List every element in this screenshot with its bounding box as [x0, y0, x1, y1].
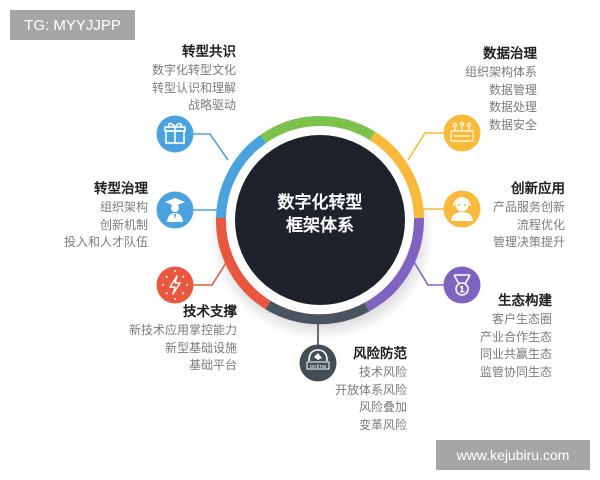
block-item: 创新机制 — [99, 217, 148, 232]
block-data-governance: 数据治理 组织架构体系 数据管理 数据处理 数据安全 — [465, 45, 537, 134]
svg-text:1: 1 — [459, 286, 465, 296]
block-item: 组织架构体系 — [464, 65, 537, 79]
block-title: 转型治理 — [94, 181, 148, 197]
center-title: 数字化转型 框架体系 — [240, 192, 400, 238]
block-item: 产业合作生态 — [479, 329, 552, 344]
connector-ecosystem-building — [413, 261, 445, 286]
svg-text:online: online — [310, 364, 327, 370]
block-item: 战略驱动 — [187, 98, 236, 112]
block-item: 客户生态圈 — [491, 312, 552, 326]
block-item: 管理决策提升 — [492, 235, 565, 249]
block-item: 风险叠加 — [358, 400, 407, 414]
connector-transformation-consensus — [193, 133, 229, 161]
block-item: 变革风险 — [358, 417, 407, 432]
support-agent-icon — [443, 190, 481, 228]
block-title: 技术支撑 — [183, 304, 237, 320]
ring-segment-blue — [216, 134, 267, 219]
online-shield-icon: online — [299, 344, 337, 382]
block-item: 新技术应用掌控能力 — [128, 323, 237, 337]
block-risk-prevention: 风险防范 技术风险 开放体系风险 风险叠加 变革风险 — [335, 345, 407, 434]
ring-segment-darkgray — [265, 300, 370, 325]
watermark-top: TG: MYYJJPP — [10, 10, 135, 40]
connector-technical-support — [193, 262, 227, 286]
ring-segment-red — [215, 217, 271, 310]
graduate-icon — [156, 191, 194, 229]
block-item: 同业共赢生态 — [479, 347, 552, 361]
block-ecosystem-building: 生态构建 客户生态圈 产业合作生态 同业共赢生态 监管协同生态 — [480, 292, 552, 381]
block-item: 流程优化 — [516, 217, 565, 232]
block-item: 数据管理 — [488, 82, 537, 97]
block-item: 新型基础设施 — [164, 340, 237, 355]
block-item: 监管协同生态 — [479, 364, 552, 379]
block-innovation-application: 创新应用 产品服务创新 流程优化 管理决策提升 — [493, 180, 565, 252]
block-title: 数据治理 — [483, 46, 537, 62]
block-item: 组织架构 — [99, 200, 148, 214]
crown-icon — [443, 114, 481, 152]
block-item: 转型认识和理解 — [151, 80, 236, 95]
medal-icon: 1 — [443, 266, 481, 304]
center-title-line1: 数字化转型 — [277, 193, 363, 213]
center-disc — [235, 135, 405, 305]
ring-segment-green — [260, 116, 376, 144]
outer-ring — [215, 116, 425, 325]
center-title-line2: 框架体系 — [286, 216, 354, 236]
block-item: 技术风险 — [358, 365, 407, 379]
block-item: 数据安全 — [488, 117, 537, 132]
block-title: 风险防范 — [353, 346, 407, 362]
block-item: 开放体系风险 — [334, 382, 407, 397]
block-item: 投入和人才队伍 — [63, 235, 148, 249]
watermark-bottom: www.kejubiru.com — [436, 440, 590, 470]
block-transformation-consensus: 转型共识 数字化转型文化 转型认识和理解 战略驱动 — [152, 43, 236, 115]
block-transformation-governance: 转型治理 组织架构 创新机制 投入和人才队伍 — [64, 180, 148, 252]
block-item: 数字化转型文化 — [151, 63, 236, 77]
block-title: 生态构建 — [498, 293, 552, 309]
ring-segment-purple — [364, 217, 425, 312]
ring-segment-yellow — [369, 131, 424, 219]
block-item: 产品服务创新 — [492, 200, 565, 214]
block-item: 基础平台 — [188, 358, 237, 372]
block-item: 数据处理 — [488, 100, 537, 114]
block-title: 创新应用 — [511, 181, 565, 197]
lightning-icon — [156, 266, 194, 304]
connector-data-governance — [407, 132, 445, 161]
gift-icon — [156, 115, 194, 153]
block-technical-support: 技术支撑 新技术应用掌控能力 新型基础设施 基础平台 — [129, 303, 237, 375]
block-title: 转型共识 — [182, 44, 236, 60]
